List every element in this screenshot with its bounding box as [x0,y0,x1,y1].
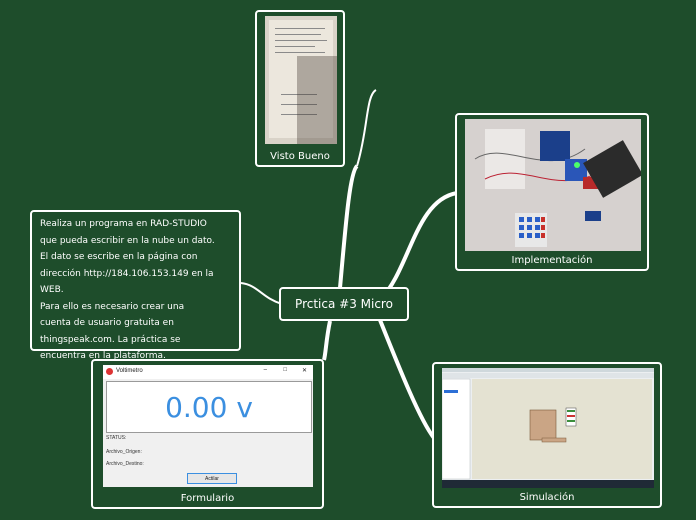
node-visto-bueno-label: Visto Bueno [270,151,330,162]
description-line: thingspeak.com. La práctica se [40,334,181,345]
description-line: cuenta de usuario gratuita en [40,318,174,328]
breadboard-illustration [465,119,641,251]
description-line: Realiza un programa en RAD-STUDIO [40,219,207,229]
simulation-illustration [442,368,654,488]
description-line: Para ello es necesario crear una [40,301,185,312]
node-implementacion[interactable]: Implementación [455,113,649,271]
voltage-reading: 0.00 v [106,381,312,433]
simulation-screenshot [442,368,654,488]
close-icon: ✕ [301,368,307,374]
description-line: El dato se escribe en la página con [40,252,198,262]
app-icon [106,368,113,375]
description-line: dirección http://184.106.153.149 en la W… [40,268,214,296]
central-topic[interactable]: Prctica #3 Micro [279,287,409,321]
origin-label: Archivo_Origen: [106,449,142,455]
link-visto-bueno-branch [356,89,377,167]
link-simulacion [378,319,436,440]
node-simulacion-label: Simulación [519,492,575,503]
node-formulario[interactable]: Voltimetro – □ ✕ 0.00 v STATUS: Archivo_… [91,359,324,509]
link-implementacion [378,191,458,302]
actilar-button: Actilar [187,473,237,484]
status-label: STATUS: [106,435,127,441]
description-note[interactable]: Realiza un programa en RAD-STUDIO que pu… [30,210,241,361]
description-line: que pueda escribir en la nube un dato. [40,235,215,246]
voltimetro-window: Voltimetro – □ ✕ 0.00 v STATUS: Archivo_… [103,365,313,487]
description-line: encuentra en la plataforma. [40,351,166,361]
window-titlebar: Voltimetro – □ ✕ [103,365,313,379]
node-formulario-label: Formulario [180,493,235,504]
minimize-icon: – [263,367,267,373]
link-visto-bueno [338,164,359,289]
maximize-icon: □ [283,367,287,373]
link-formulario [322,320,332,361]
node-implementacion-label: Implementación [511,255,593,266]
window-title: Voltimetro [116,368,143,374]
destination-label: Archivo_Destino: [106,461,144,467]
breadboard-photo [465,119,641,251]
node-simulacion[interactable]: Simulación [432,362,662,508]
node-visto-bueno[interactable]: Visto Bueno [255,10,345,167]
link-description [240,282,283,305]
document-photo [265,16,337,144]
